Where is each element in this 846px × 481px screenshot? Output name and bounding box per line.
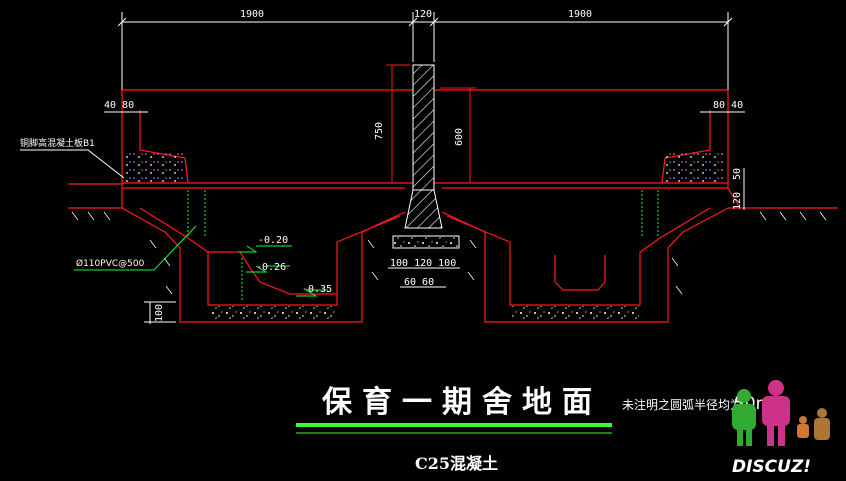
upper-slab-outline bbox=[121, 89, 729, 189]
dim-left-small: 40 80 bbox=[104, 100, 134, 111]
dim-foundation-top: 100 120 100 bbox=[390, 258, 456, 269]
dim-top-left: 1900 bbox=[240, 9, 264, 20]
right-pit-concrete bbox=[511, 306, 639, 321]
center-foundation bbox=[392, 235, 460, 249]
top-dimension-group bbox=[117, 12, 733, 110]
level-label-3: -0.35 bbox=[302, 284, 332, 295]
dim-right-small: 80 40 bbox=[713, 100, 743, 111]
material-subtitle: C25混凝土 bbox=[415, 454, 498, 473]
dim-right-side-b: 50 bbox=[732, 168, 743, 180]
dim-foundation-bottom: 60 60 bbox=[404, 277, 434, 288]
soil-ticks bbox=[71, 211, 827, 295]
material-note-leader bbox=[20, 149, 125, 179]
dim-right-side-a: 120 bbox=[732, 192, 743, 210]
discuz-logo-text: DISCUZ! bbox=[732, 457, 811, 477]
drawing-title: 保育一期舍地面 bbox=[322, 385, 602, 420]
dim-top-right: 1900 bbox=[568, 9, 592, 20]
right-curb-fill bbox=[664, 152, 726, 182]
level-label-2: -0.26 bbox=[256, 262, 286, 273]
level-label-1: -0.20 bbox=[258, 235, 288, 246]
arc-remark-prefix: 未注明之圆弧半径均为 bbox=[622, 397, 742, 412]
pit-outline bbox=[121, 207, 729, 323]
center-wall-footing bbox=[404, 189, 443, 229]
material-note: 铜脚高混凝土板B1 bbox=[20, 137, 95, 149]
left-pit-concrete bbox=[209, 306, 336, 321]
left-curb-fill bbox=[123, 152, 185, 182]
level-marks bbox=[238, 245, 328, 297]
dim-wall-height-right: 600 bbox=[454, 128, 465, 146]
discuz-logo: DISCUZ! bbox=[732, 380, 830, 477]
dim-wall-height-left: 750 bbox=[374, 122, 385, 140]
left-bottom-dim bbox=[144, 301, 176, 324]
pvc-pipes bbox=[187, 190, 659, 300]
foundation-dim-lines bbox=[388, 267, 460, 288]
dim-left-bottom: 100 bbox=[154, 304, 165, 322]
pipe-note: Ø110PVC@500 bbox=[76, 258, 145, 269]
center-wall bbox=[412, 64, 435, 191]
pipe-note-leader bbox=[74, 225, 197, 271]
wall-height-dims bbox=[386, 64, 476, 183]
dim-top-center: 120 bbox=[414, 9, 432, 20]
